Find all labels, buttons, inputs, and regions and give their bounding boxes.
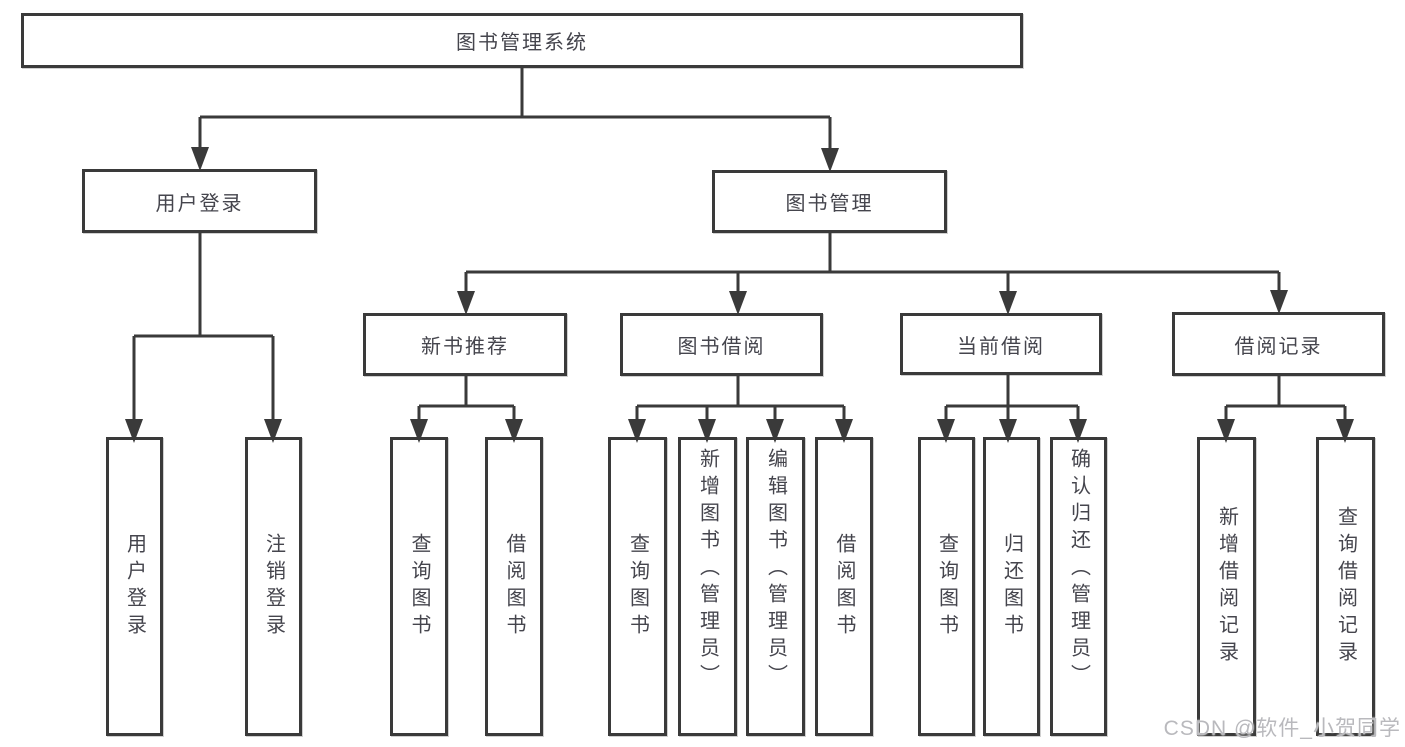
node-book-management: 图书管理: [712, 170, 947, 233]
node-system-root: 图书管理系统: [21, 13, 1023, 68]
node-book-borrowing: 图书借阅: [620, 313, 823, 376]
leaf-add-books-admin: 新增图书（管理员）: [678, 437, 737, 736]
watermark: CSDN @软件_小贺同学: [1163, 717, 1401, 740]
leaf-return-books: 归还图书: [983, 437, 1040, 736]
leaf-query-borrow-record: 查询借阅记录: [1316, 437, 1375, 736]
leaf-borrow-books-recommend: 借阅图书: [485, 437, 543, 736]
node-borrowing-records: 借阅记录: [1172, 312, 1385, 376]
leaf-query-books-borrowing: 查询图书: [608, 437, 667, 736]
node-book-borrowing-label: 图书借阅: [677, 336, 766, 358]
node-system-root-label: 图书管理系统: [456, 32, 588, 54]
node-book-management-label: 图书管理: [785, 193, 874, 215]
node-borrowing-records-label: 借阅记录: [1234, 335, 1323, 358]
leaf-return-books-label: 归还图书: [1000, 532, 1023, 641]
leaf-borrow-books: 借阅图书: [815, 437, 873, 736]
leaf-logout-label: 注销登录: [262, 532, 285, 641]
leaf-borrow-books-label: 借阅图书: [833, 532, 855, 641]
leaf-add-borrow-record: 新增借阅记录: [1197, 437, 1256, 736]
leaf-confirm-return-admin-label: 确认归还（管理员）: [1067, 448, 1090, 691]
node-new-book-recommendation: 新书推荐: [363, 313, 567, 376]
leaf-add-borrow-record-label: 新增借阅记录: [1215, 505, 1238, 668]
leaf-edit-books-admin-label: 编辑图书（管理员）: [764, 448, 787, 691]
leaf-borrow-books-recommend-label: 借阅图书: [503, 532, 525, 641]
node-current-borrowing: 当前借阅: [900, 313, 1102, 375]
leaf-user-login-label: 用户登录: [123, 532, 146, 641]
node-user-login-label: 用户登录: [155, 192, 244, 215]
leaf-query-books-borrowing-label: 查询图书: [626, 532, 649, 641]
node-user-login: 用户登录: [82, 169, 317, 233]
node-current-borrowing-label: 当前借阅: [957, 335, 1045, 358]
leaf-query-books-current-label: 查询图书: [935, 532, 958, 641]
leaf-query-books-current: 查询图书: [918, 437, 975, 736]
leaf-query-books-recommend-label: 查询图书: [408, 532, 430, 641]
leaf-edit-books-admin: 编辑图书（管理员）: [746, 437, 805, 736]
leaf-logout: 注销登录: [245, 437, 302, 736]
leaf-query-borrow-record-label: 查询借阅记录: [1334, 505, 1357, 668]
node-new-book-recommendation-label: 新书推荐: [421, 336, 509, 358]
leaf-user-login: 用户登录: [106, 437, 163, 736]
leaf-confirm-return-admin: 确认归还（管理员）: [1050, 437, 1107, 736]
leaf-query-books-recommend: 查询图书: [390, 437, 448, 736]
leaf-add-books-admin-label: 新增图书（管理员）: [696, 448, 719, 691]
